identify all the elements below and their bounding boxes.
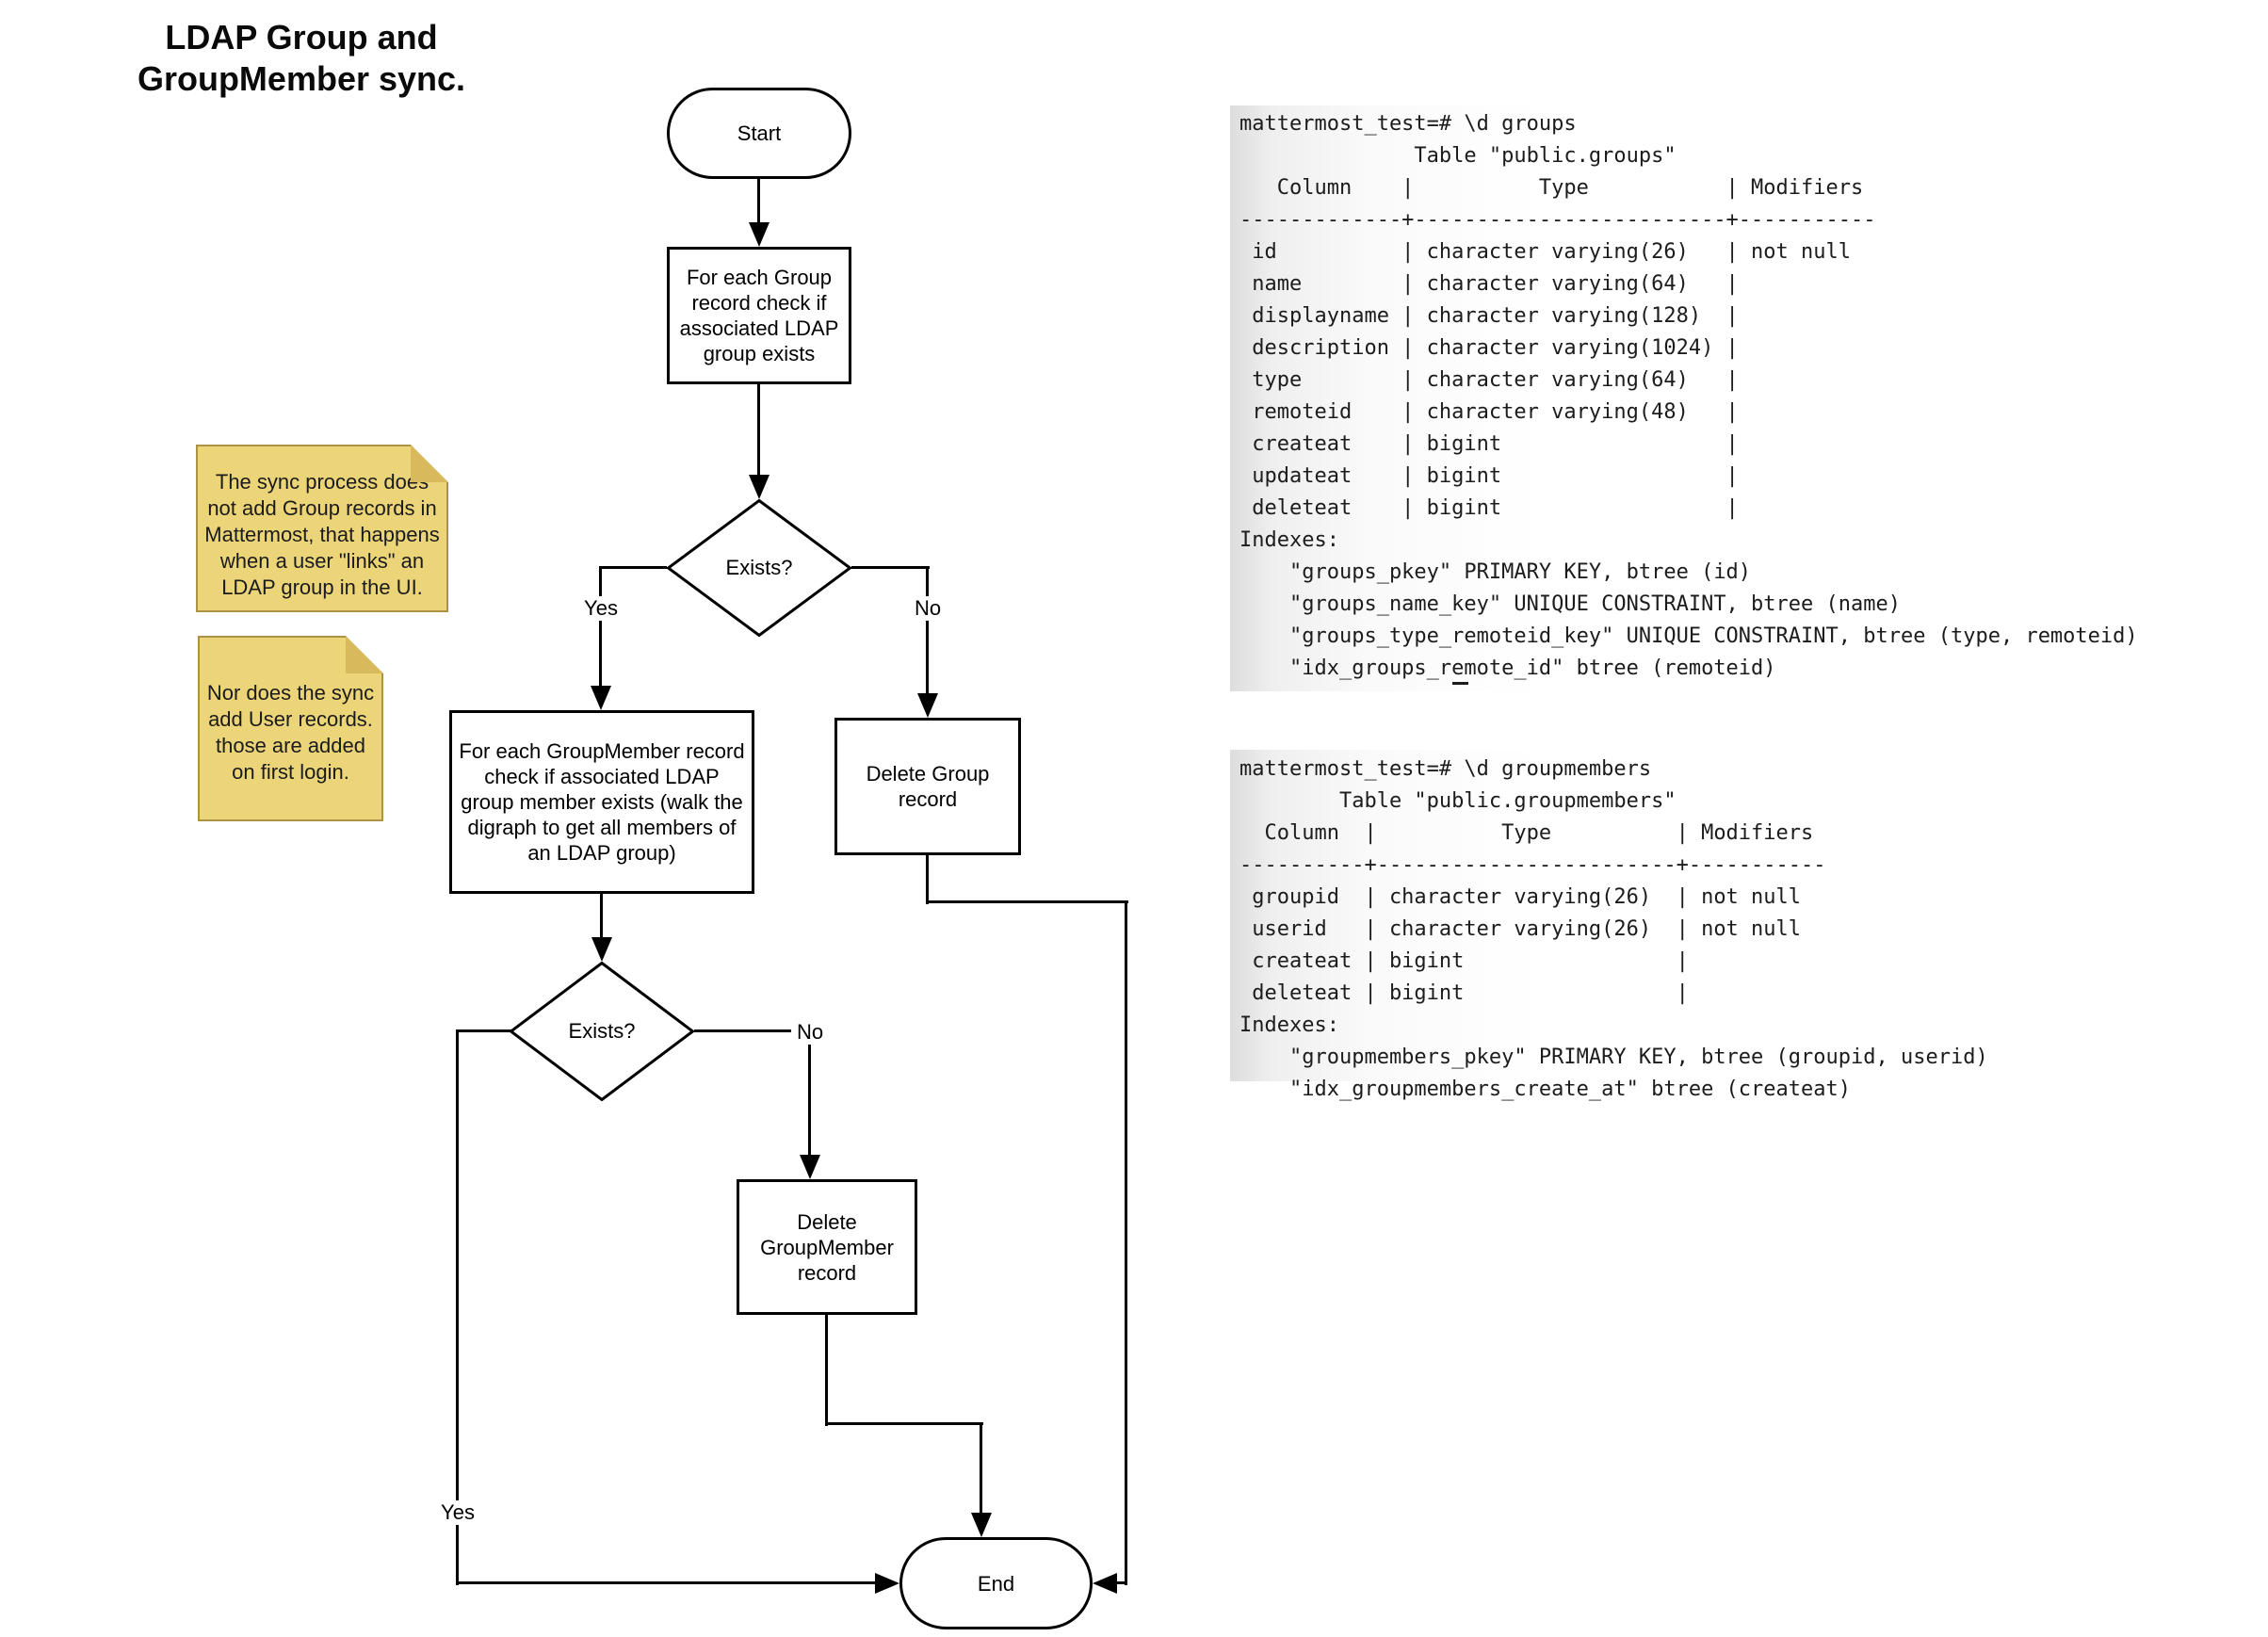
note1-line: The sync process does <box>215 470 429 494</box>
arrowhead-down-icon <box>800 1155 820 1179</box>
edge-deletegroup-end-h2 <box>1115 1581 1126 1584</box>
note1-line: LDAP group in the UI. <box>221 575 423 599</box>
terminal-groupmembers-output: mattermost_test=# \d groupmembers Table … <box>1239 757 1988 1101</box>
arrowhead-down-icon <box>591 937 612 962</box>
node-check-member-line: check if associated LDAP <box>484 765 720 788</box>
node-delete-member: Delete GroupMember record <box>737 1179 917 1315</box>
node-start: Start <box>667 88 851 179</box>
node-end: End <box>899 1537 1093 1629</box>
diagram-title-line1: LDAP Group and <box>165 18 438 57</box>
diamond-shape-icon <box>509 961 695 1102</box>
edge-deletegroup-end-v1 <box>926 855 929 904</box>
node-check-group-line: For each Group <box>686 266 833 289</box>
terminal-groupmembers-background <box>1230 750 1842 1081</box>
edge-deletemember-end-h <box>825 1422 983 1425</box>
note2-line: Nor does the sync <box>206 681 375 705</box>
node-exists-group: Exists? <box>665 498 853 638</box>
arrowhead-right-icon <box>875 1573 899 1594</box>
node-check-group-line: group exists <box>703 342 816 365</box>
node-check-group-line: record check if <box>691 291 827 315</box>
node-check-group-line: associated LDAP <box>679 316 839 340</box>
node-exists-member-label: Exists? <box>568 1019 636 1043</box>
node-check-member-line: an LDAP group) <box>527 841 676 865</box>
edge-exists2-no-v <box>808 1029 811 1157</box>
note2-line: those are added <box>215 734 366 757</box>
edge-label-yes1: Yes <box>578 596 624 621</box>
terminal-groups-output: mattermost_test=# \d groups Table "publi… <box>1239 112 2138 680</box>
edge-deletegroup-end-h1 <box>926 900 1128 903</box>
node-end-label: End <box>977 1571 1015 1596</box>
node-delete-group: Delete Group record <box>834 718 1021 855</box>
node-check-member-line: For each GroupMember record <box>459 739 745 763</box>
edge-exists1-no-h <box>851 566 930 569</box>
diamond-shape-icon <box>665 498 853 638</box>
arrowhead-down-icon <box>917 693 938 718</box>
node-check-member-line: group member exists (walk the <box>461 790 743 814</box>
note2-line: on first login. <box>232 760 349 784</box>
node-delete-member-line: record <box>797 1260 857 1285</box>
arrowhead-down-icon <box>749 475 770 499</box>
note-fold-icon <box>411 445 448 482</box>
terminal-cursor <box>1452 682 1468 685</box>
node-check-group: For each Group record check if associate… <box>667 247 851 384</box>
edge-deletegroup-end-v2 <box>1125 900 1127 1585</box>
arrowhead-down-icon <box>971 1513 992 1537</box>
edge-label-no2: No <box>790 1020 830 1045</box>
node-check-member: For each GroupMember record check if ass… <box>449 710 754 894</box>
diagram-title: LDAP Group and GroupMember sync. <box>104 17 499 100</box>
node-exists-group-label: Exists? <box>725 556 793 579</box>
node-delete-group-line: Delete Group <box>866 762 990 786</box>
node-start-label: Start <box>737 122 782 145</box>
edge-checkmember-exists2 <box>600 894 603 939</box>
note2-line: add User records. <box>208 707 373 731</box>
note1-line: when a user "links" an <box>219 549 425 573</box>
note1-line: Mattermost, that happens <box>204 523 440 546</box>
node-delete-member-line: Delete <box>797 1209 857 1234</box>
edge-exists1-yes-v <box>599 566 602 688</box>
sticky-note-user-sync: Nor does the sync add User records. thos… <box>198 636 383 821</box>
terminal-groups-background <box>1230 105 2181 691</box>
edge-start-checkgroup <box>757 179 760 224</box>
edge-exists2-yes-h1 <box>458 1029 511 1032</box>
edge-exists2-yes-v <box>456 1029 459 1585</box>
note1-line: not add Group records in <box>207 496 437 520</box>
edge-exists1-yes-h <box>599 566 667 569</box>
note-fold-icon <box>346 636 383 673</box>
edge-exists1-no-v <box>926 566 929 695</box>
node-check-member-line: digraph to get all members of <box>467 816 737 839</box>
diagram-title-line2: GroupMember sync. <box>137 59 466 98</box>
edge-exists2-no-h <box>694 1029 812 1032</box>
arrowhead-down-icon <box>749 222 770 247</box>
node-delete-group-line: record <box>898 787 958 811</box>
edge-checkgroup-exists1 <box>757 384 760 477</box>
node-delete-member-line: GroupMember <box>760 1235 894 1259</box>
node-exists-member: Exists? <box>509 961 695 1102</box>
edge-label-no1: No <box>908 596 948 621</box>
sticky-note-group-sync: The sync process does not add Group reco… <box>196 445 448 612</box>
arrowhead-down-icon <box>591 686 611 710</box>
edge-exists2-yes-h2 <box>458 1581 877 1584</box>
edge-label-yes2: Yes <box>435 1500 480 1525</box>
arrowhead-left-icon <box>1093 1573 1117 1594</box>
edge-deletemember-end-v2 <box>980 1422 982 1515</box>
edge-deletemember-end-v1 <box>825 1315 828 1426</box>
